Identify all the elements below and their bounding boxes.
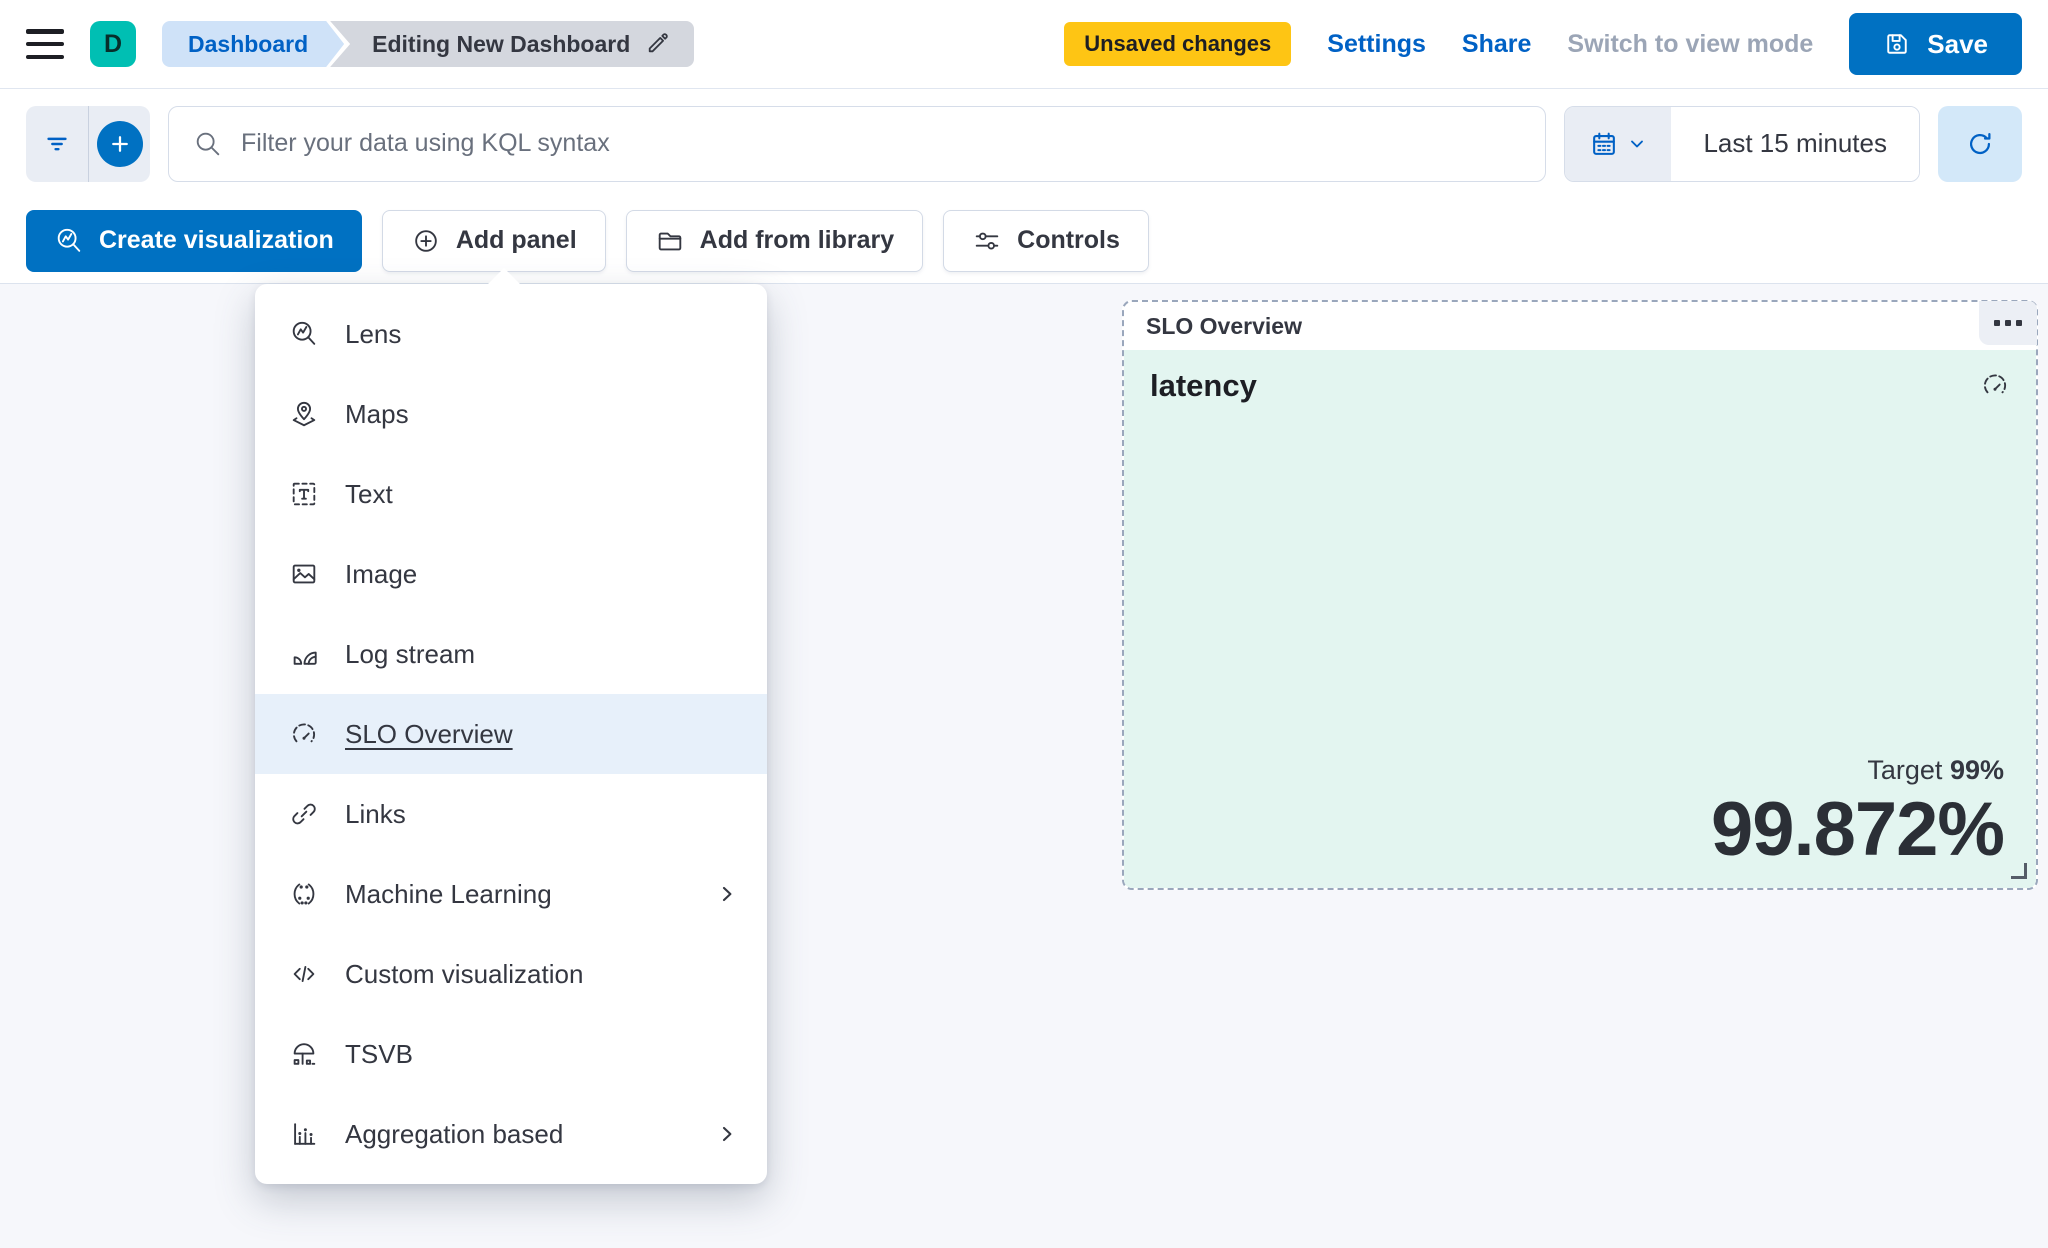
breadcrumb: Dashboard Editing New Dashboard bbox=[162, 21, 695, 67]
log-stream-icon bbox=[289, 639, 321, 669]
menu-item-label: Image bbox=[345, 558, 418, 589]
tsvb-icon bbox=[289, 1039, 321, 1069]
gauge-icon bbox=[289, 719, 321, 749]
machine-learning-icon bbox=[289, 879, 321, 909]
add-filter-button[interactable] bbox=[88, 105, 150, 182]
chevron-right-icon bbox=[715, 1122, 739, 1146]
refresh-button[interactable] bbox=[1938, 105, 2022, 182]
menu-item-machine-learning[interactable]: Machine Learning bbox=[255, 854, 767, 934]
sli-value: 99.872% bbox=[1710, 787, 2005, 872]
add-from-library-label: Add from library bbox=[699, 226, 895, 254]
filter-menu-button[interactable] bbox=[26, 106, 88, 182]
dashboard-action-bar: Create visualization Add panel Add from … bbox=[0, 198, 2048, 284]
filter-controls-group bbox=[26, 105, 150, 182]
chevron-down-icon bbox=[1627, 134, 1647, 154]
switch-to-view-mode-link[interactable]: Switch to view mode bbox=[1567, 29, 1814, 58]
text-icon bbox=[289, 479, 321, 509]
chevron-right-icon bbox=[715, 882, 739, 906]
settings-link[interactable]: Settings bbox=[1327, 29, 1426, 58]
menu-item-label: SLO Overview bbox=[345, 718, 513, 749]
menu-item-tsvb[interactable]: TSVB bbox=[255, 1014, 767, 1094]
target-label: Target bbox=[1867, 755, 1943, 785]
menu-item-label: TSVB bbox=[345, 1038, 413, 1069]
lens-icon bbox=[54, 226, 84, 256]
breadcrumb-dashboard[interactable]: Dashboard bbox=[162, 21, 344, 67]
folder-icon bbox=[655, 226, 685, 256]
menu-item-label: Custom visualization bbox=[345, 958, 584, 989]
menu-item-aggregation-based[interactable]: Aggregation based bbox=[255, 1094, 767, 1174]
menu-item-maps[interactable]: Maps bbox=[255, 374, 767, 454]
lens-icon bbox=[289, 319, 321, 349]
target-value: 99% bbox=[1949, 755, 2004, 785]
menu-item-links[interactable]: Links bbox=[255, 774, 767, 854]
code-icon bbox=[289, 959, 321, 989]
slo-metric-values: Target 99% 99.872% bbox=[1710, 755, 2005, 872]
slo-metric-name: latency bbox=[1150, 368, 1257, 403]
panel-resize-handle[interactable] bbox=[2011, 863, 2027, 879]
plus-in-circle-icon bbox=[411, 226, 441, 256]
filter-funnel-icon bbox=[42, 129, 72, 159]
save-button[interactable]: Save bbox=[1849, 13, 2022, 75]
time-range-button[interactable]: Last 15 minutes bbox=[1671, 106, 1919, 181]
add-panel-button[interactable]: Add panel bbox=[381, 209, 606, 272]
menu-item-label: Text bbox=[345, 478, 393, 509]
menu-item-label: Log stream bbox=[345, 638, 476, 669]
create-visualization-label: Create visualization bbox=[99, 226, 334, 254]
panel-title: SLO Overview bbox=[1146, 312, 1302, 339]
time-picker: Last 15 minutes bbox=[1564, 105, 1920, 182]
controls-label: Controls bbox=[1017, 226, 1120, 254]
link-icon bbox=[289, 799, 321, 829]
menu-item-lens[interactable]: Lens bbox=[255, 294, 767, 374]
breadcrumb-current-label: Editing New Dashboard bbox=[372, 30, 631, 57]
controls-button[interactable]: Controls bbox=[943, 209, 1149, 272]
create-visualization-button[interactable]: Create visualization bbox=[26, 209, 362, 272]
panel-options-button[interactable] bbox=[1979, 301, 2037, 345]
header: D Dashboard Editing New Dashboard Unsave… bbox=[0, 0, 2048, 88]
breadcrumb-current-page[interactable]: Editing New Dashboard bbox=[330, 21, 695, 67]
maps-icon bbox=[289, 399, 321, 429]
calendar-icon bbox=[1589, 129, 1619, 159]
search-icon bbox=[193, 129, 223, 159]
kql-search-box bbox=[168, 105, 1547, 182]
gauge-icon bbox=[1980, 370, 2010, 400]
menu-item-label: Lens bbox=[345, 318, 402, 349]
share-link[interactable]: Share bbox=[1461, 29, 1532, 58]
pencil-icon[interactable] bbox=[644, 31, 670, 57]
menu-item-text[interactable]: Text bbox=[255, 454, 767, 534]
menu-item-label: Links bbox=[345, 798, 406, 829]
menu-item-image[interactable]: Image bbox=[255, 534, 767, 614]
menu-item-slo-overview[interactable]: SLO Overview bbox=[255, 694, 767, 774]
time-picker-calendar-button[interactable] bbox=[1565, 106, 1672, 181]
panel-body: latency Target 99% 99.872% bbox=[1124, 350, 2036, 888]
space-avatar[interactable]: D bbox=[90, 21, 136, 67]
add-from-library-button[interactable]: Add from library bbox=[625, 209, 924, 272]
menu-item-label: Machine Learning bbox=[345, 878, 552, 909]
kql-query-input[interactable] bbox=[241, 129, 1522, 158]
save-floppy-icon bbox=[1883, 30, 1911, 58]
add-panel-label: Add panel bbox=[455, 226, 577, 254]
filter-bar: Last 15 minutes bbox=[0, 88, 2048, 198]
slo-overview-panel: SLO Overview latency Target 99% 99.872% bbox=[1122, 300, 2038, 890]
menu-item-log-stream[interactable]: Log stream bbox=[255, 614, 767, 694]
aggregation-icon bbox=[289, 1119, 321, 1149]
menu-item-label: Maps bbox=[345, 398, 409, 429]
sliders-icon bbox=[972, 226, 1002, 256]
panel-header: SLO Overview bbox=[1124, 302, 2036, 350]
refresh-icon bbox=[1965, 129, 1995, 159]
plus-icon bbox=[96, 120, 143, 167]
save-button-label: Save bbox=[1927, 28, 1988, 59]
menu-item-custom-visualization[interactable]: Custom visualization bbox=[255, 934, 767, 1014]
menu-item-label: Aggregation based bbox=[345, 1118, 564, 1149]
unsaved-changes-badge: Unsaved changes bbox=[1064, 22, 1292, 66]
image-icon bbox=[289, 559, 321, 589]
hamburger-menu-icon[interactable] bbox=[26, 29, 64, 59]
